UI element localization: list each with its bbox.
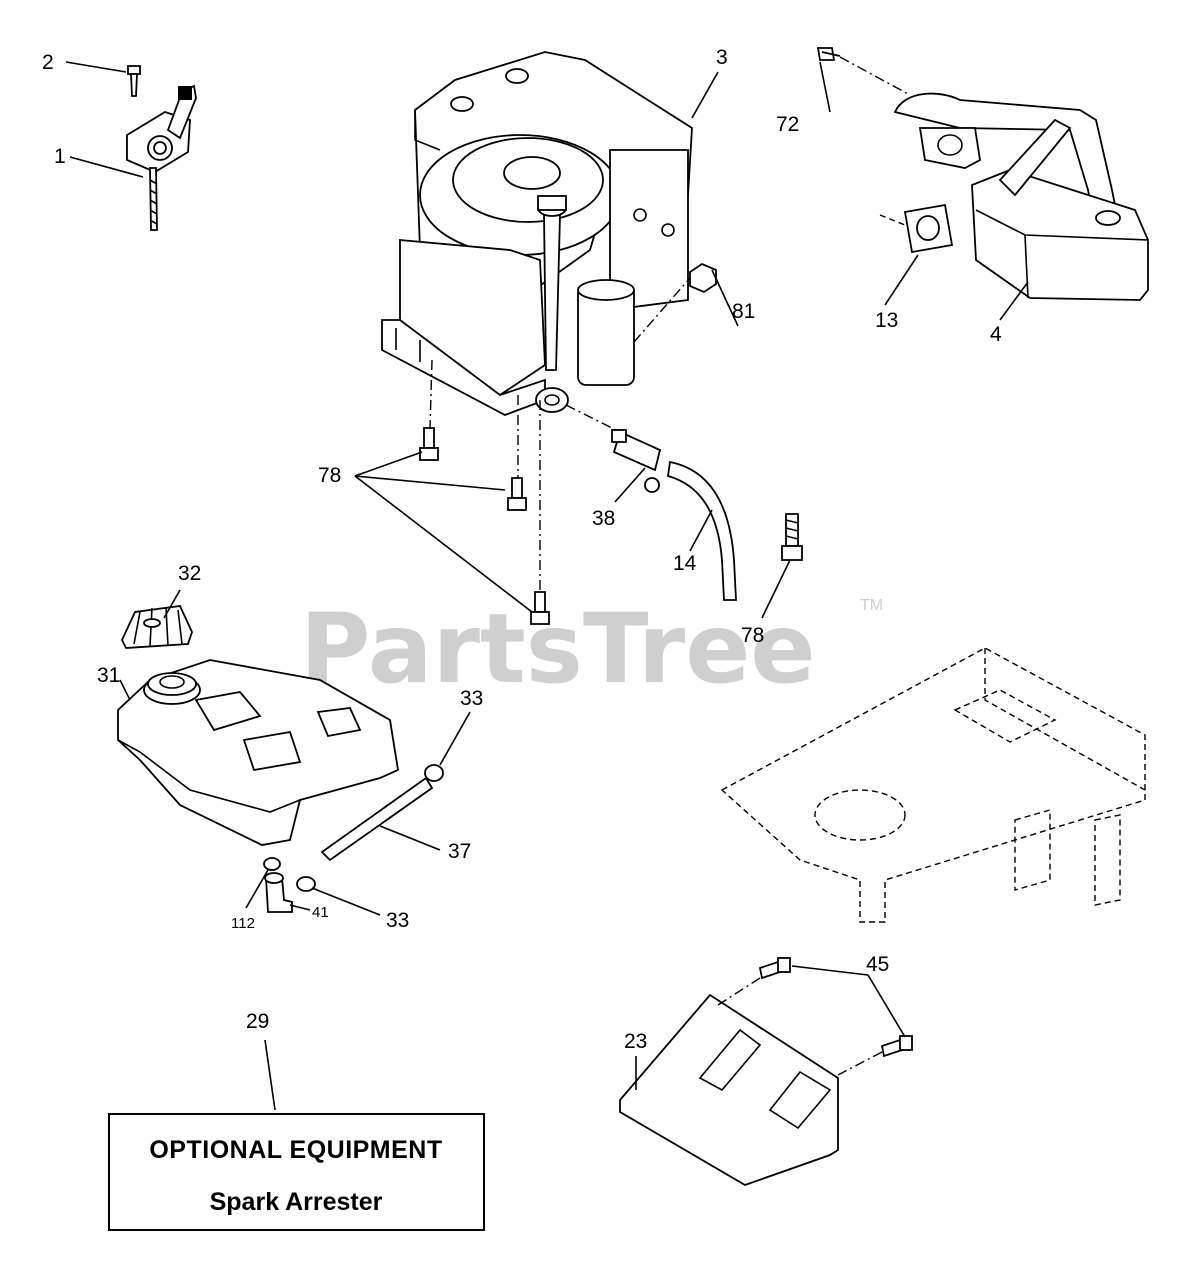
callout-41: 41: [312, 904, 329, 921]
callout-78b: 78: [741, 624, 764, 647]
clamp-33a-icon[interactable]: [424, 764, 444, 782]
callout-78a: 78: [318, 464, 341, 487]
gasket-icon[interactable]: [903, 203, 954, 254]
callout-31: 31: [97, 664, 120, 687]
callout-14: 14: [673, 552, 697, 575]
callout-23: 23: [624, 1030, 647, 1053]
callout-29: 29: [246, 1010, 269, 1033]
callout-2: 2: [42, 51, 54, 74]
callout-33b: 33: [386, 909, 409, 932]
screw-45b-icon[interactable]: [880, 1035, 913, 1058]
optional-equipment-title: OPTIONAL EQUIPMENT: [149, 1136, 442, 1164]
bolt-78c-icon[interactable]: [530, 591, 550, 625]
engine-icon[interactable]: [381, 51, 693, 416]
nut-81-icon[interactable]: [689, 262, 717, 294]
throttle-control-icon[interactable]: [126, 65, 197, 231]
fuel-cap-icon[interactable]: [121, 605, 193, 649]
frame-icon: [720, 647, 1146, 923]
leader-lines: [65, 61, 1029, 1111]
optional-equipment-box: OPTIONAL EQUIPMENT Spark Arrester: [108, 1113, 485, 1231]
heat-shield-icon[interactable]: [619, 993, 839, 1186]
callout-4: 4: [990, 323, 1002, 346]
callout-81: 81: [732, 300, 755, 323]
fitting-41-icon[interactable]: [264, 872, 293, 913]
watermark-tm: TM: [860, 597, 883, 614]
clamp-33b-icon[interactable]: [296, 876, 316, 892]
callout-13: 13: [875, 309, 898, 332]
fuel-filter-icon[interactable]: [611, 429, 662, 493]
hose-37-icon[interactable]: [320, 776, 434, 862]
callout-45: 45: [866, 953, 889, 976]
bolt-78d-icon[interactable]: [781, 513, 803, 561]
fuel-tank-icon[interactable]: [117, 659, 399, 846]
watermark-text: PartsTree: [300, 593, 815, 705]
fuel-line-icon[interactable]: [666, 460, 737, 601]
callout-32: 32: [178, 562, 201, 585]
muffler-icon[interactable]: [893, 92, 1149, 301]
bolt-78b-icon[interactable]: [507, 477, 527, 511]
screw-45a-icon[interactable]: [758, 957, 791, 980]
callout-112: 112: [231, 915, 255, 932]
fitting-112-icon[interactable]: [263, 857, 281, 871]
bolt-78a-icon[interactable]: [419, 427, 439, 461]
callout-38: 38: [592, 507, 615, 530]
callout-3: 3: [716, 46, 728, 69]
callout-37: 37: [448, 840, 471, 863]
callout-72: 72: [776, 113, 799, 136]
callout-33a: 33: [460, 687, 483, 710]
callout-1: 1: [54, 145, 66, 168]
spark-arrester-label: Spark Arrester: [210, 1188, 383, 1216]
screw-72-icon[interactable]: [816, 47, 841, 61]
